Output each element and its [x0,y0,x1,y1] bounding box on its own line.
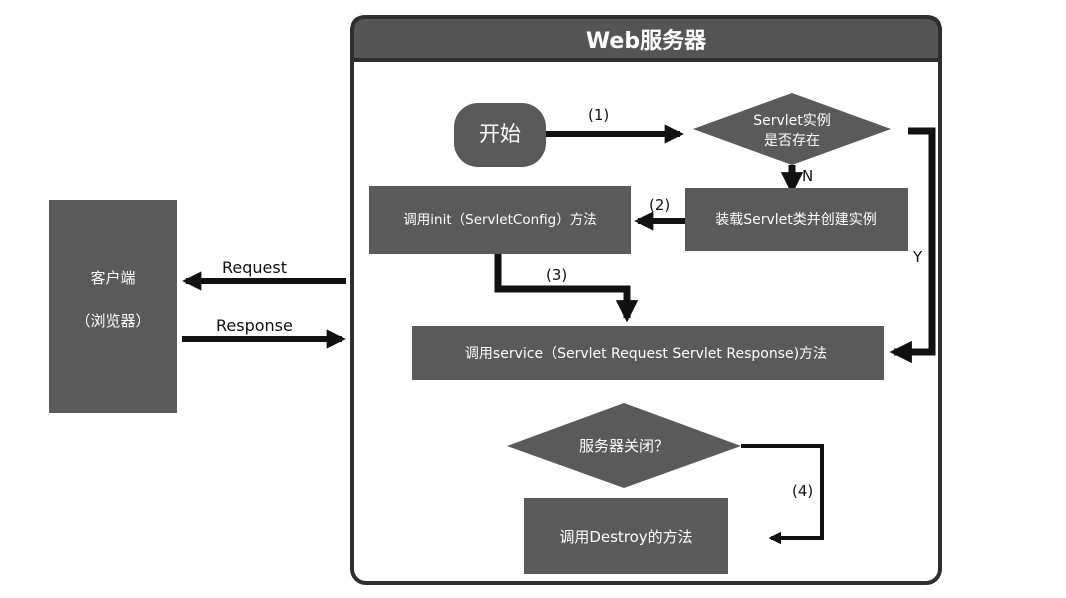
call-service-box: 调用service（Servlet Request Servlet Respon… [412,326,884,380]
request-label: Request [222,258,287,277]
servlet-exists-label-line2: 是否存在 [764,133,820,149]
servlet-exists-label-line1: Servlet实例 [753,113,831,129]
step4-label: (4) [792,482,813,500]
start-node: 开始 [454,103,546,167]
arrow-step4 [741,444,824,545]
web-server-title: Web服务器 [586,29,707,54]
yes-label: Y [912,248,923,266]
call-destroy-box: 调用Destroy的方法 [524,498,728,574]
arrow-yes [889,127,936,364]
step2-label: (2) [649,196,670,214]
client-label: 客户端 [90,269,135,287]
no-label: N [802,167,813,185]
load-servlet-label: 装载Servlet类并创建实例 [715,212,877,228]
step3-label: (3) [546,266,567,284]
client-sub-label: （浏览器） [75,312,150,330]
response-label: Response [216,316,293,335]
call-init-label: 调用init（ServletConfig）方法 [403,212,596,228]
call-destroy-label: 调用Destroy的方法 [559,528,692,546]
start-label: 开始 [479,122,521,146]
servlet-exists-decision: Servlet实例 是否存在 [693,93,891,165]
call-service-label: 调用service（Servlet Request Servlet Respon… [465,346,827,362]
server-closed-label: 服务器关闭？ [579,437,669,455]
server-closed-decision: 服务器关闭？ [507,403,741,488]
step1-label: (1) [588,106,609,124]
call-init-box: 调用init（ServletConfig）方法 [369,186,631,254]
load-servlet-box: 装载Servlet类并创建实例 [685,188,908,251]
client-box: 客户端 （浏览器） [49,200,177,413]
arrow-step3 [494,254,639,323]
